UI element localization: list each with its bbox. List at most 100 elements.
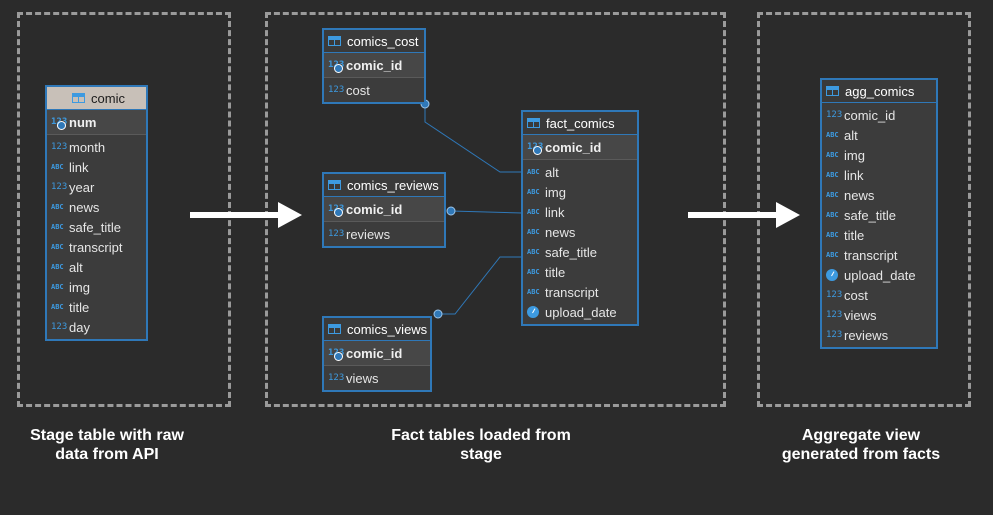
- timestamp-type-icon: [826, 269, 838, 281]
- text-type-icon: ABC: [51, 303, 64, 311]
- table-header[interactable]: comics_views: [324, 318, 430, 341]
- primary-key-column[interactable]: 123num: [47, 110, 146, 135]
- table-comic[interactable]: comic123num123monthABClink123yearABCnews…: [45, 85, 148, 341]
- column-row[interactable]: ABC img: [523, 182, 637, 202]
- numeric-type-icon: 123: [328, 373, 345, 383]
- text-type-icon: ABC: [527, 208, 540, 216]
- column-row[interactable]: ABC alt: [523, 162, 637, 182]
- numeric-type-icon: 123: [328, 60, 346, 73]
- column-name: reviews: [844, 327, 889, 343]
- column-name: cost: [346, 82, 370, 98]
- numeric-type-icon: 123: [527, 142, 545, 155]
- column-name: news: [545, 224, 576, 240]
- text-type-icon: ABC: [527, 288, 540, 296]
- caption-stage: Stage table with raw data from API: [30, 427, 184, 463]
- table-header[interactable]: agg_comics: [822, 80, 936, 103]
- column-name: cost: [844, 287, 868, 303]
- column-row[interactable]: ABC transcript: [523, 282, 637, 302]
- key-icon: [334, 208, 343, 217]
- column-name: link: [69, 159, 89, 175]
- column-name: views: [844, 307, 877, 323]
- column-name: img: [69, 279, 90, 295]
- numeric-type-icon: 123: [51, 182, 68, 192]
- column-name: img: [844, 147, 865, 163]
- column-name: img: [545, 184, 566, 200]
- column-row[interactable]: ABC news: [523, 222, 637, 242]
- view-icon: [826, 86, 839, 96]
- column-name: news: [844, 187, 875, 203]
- table-icon: [328, 180, 341, 190]
- numeric-type-icon: 123: [328, 85, 345, 95]
- column-name: title: [545, 264, 566, 280]
- column-name: alt: [844, 127, 858, 143]
- text-type-icon: ABC: [826, 151, 839, 159]
- column-row[interactable]: upload_date: [822, 265, 936, 285]
- column-row[interactable]: ABC img: [822, 145, 936, 165]
- table-icon: [328, 324, 341, 334]
- table-header[interactable]: comics_cost: [324, 30, 424, 53]
- text-type-icon: ABC: [527, 228, 540, 236]
- column-name: upload_date: [844, 267, 916, 283]
- text-type-icon: ABC: [527, 168, 540, 176]
- column-row[interactable]: upload_date: [523, 302, 637, 322]
- table-fact-comics[interactable]: fact_comics123comic_idABCaltABCimgABClin…: [521, 110, 639, 326]
- column-name: comic_id: [844, 107, 896, 123]
- table-header[interactable]: comics_reviews: [324, 174, 444, 197]
- text-type-icon: ABC: [51, 263, 64, 271]
- table-header[interactable]: comic: [47, 87, 146, 110]
- table-name: agg_comics: [845, 83, 915, 99]
- text-type-icon: ABC: [527, 188, 540, 196]
- table-name: fact_comics: [546, 115, 615, 131]
- key-icon: [334, 352, 343, 361]
- numeric-type-icon: 123: [826, 110, 843, 120]
- column-row[interactable]: ABC link: [822, 165, 936, 185]
- text-type-icon: ABC: [826, 171, 839, 179]
- table-header[interactable]: fact_comics: [523, 112, 637, 135]
- column-name: safe_title: [844, 207, 897, 223]
- timestamp-type-icon: [527, 306, 539, 318]
- column-name: link: [844, 167, 864, 183]
- caption-aggregate: Aggregate view generated from facts: [781, 427, 941, 463]
- column-name: alt: [545, 164, 559, 180]
- column-name: safe_title: [545, 244, 598, 260]
- aggregate-frame: [757, 12, 971, 407]
- column-name: comic_id: [545, 139, 602, 155]
- column-name: transcript: [545, 284, 599, 300]
